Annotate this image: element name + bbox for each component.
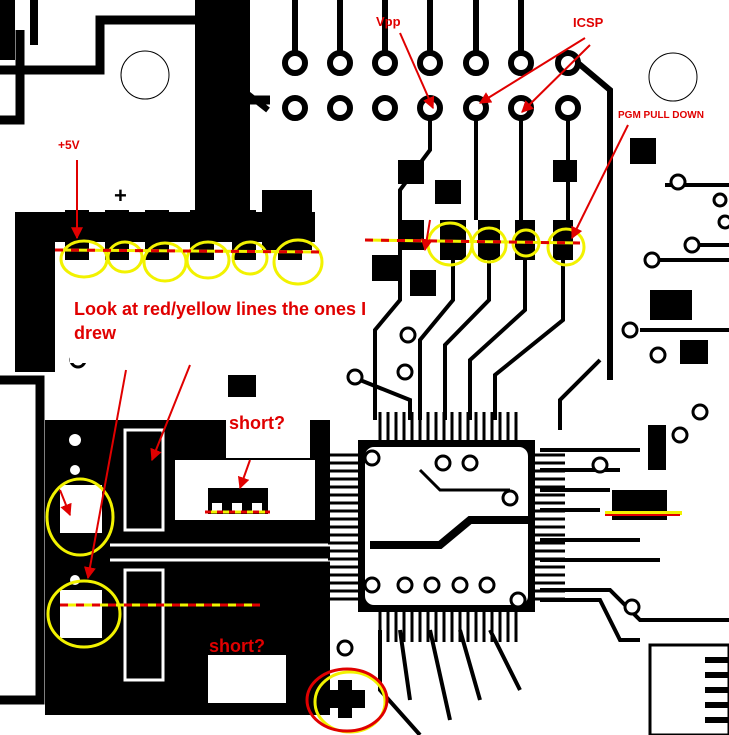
plus-5v-label: +5V xyxy=(58,138,80,152)
mounting-hole-left xyxy=(120,50,170,100)
silkscreen-minus: - xyxy=(289,180,296,205)
icsp-label: ICSP xyxy=(573,15,604,30)
plus-5v-pour xyxy=(195,0,250,215)
yellow-highlight-circles xyxy=(45,221,586,734)
signal-traces xyxy=(359,118,729,735)
mounting-hole-right xyxy=(648,52,698,102)
annotation-note: Look at red/yellow lines the ones I drew xyxy=(74,299,367,343)
red-highlight-circle xyxy=(305,667,389,733)
mcu-chip xyxy=(328,412,565,642)
silkscreen-plus: + xyxy=(114,183,127,208)
short-label-upper: short? xyxy=(229,413,285,433)
icsp-header-top-row xyxy=(282,50,581,76)
red-yellow-dashed-lines xyxy=(54,238,682,607)
short-label-background xyxy=(226,410,310,458)
red-arrows xyxy=(59,32,629,580)
note-background xyxy=(70,293,370,363)
vpp-label: Vpp xyxy=(376,14,401,29)
short-label-lower: short? xyxy=(209,636,265,656)
pgm-pull-down-label: PGM PULL DOWN xyxy=(618,110,704,121)
